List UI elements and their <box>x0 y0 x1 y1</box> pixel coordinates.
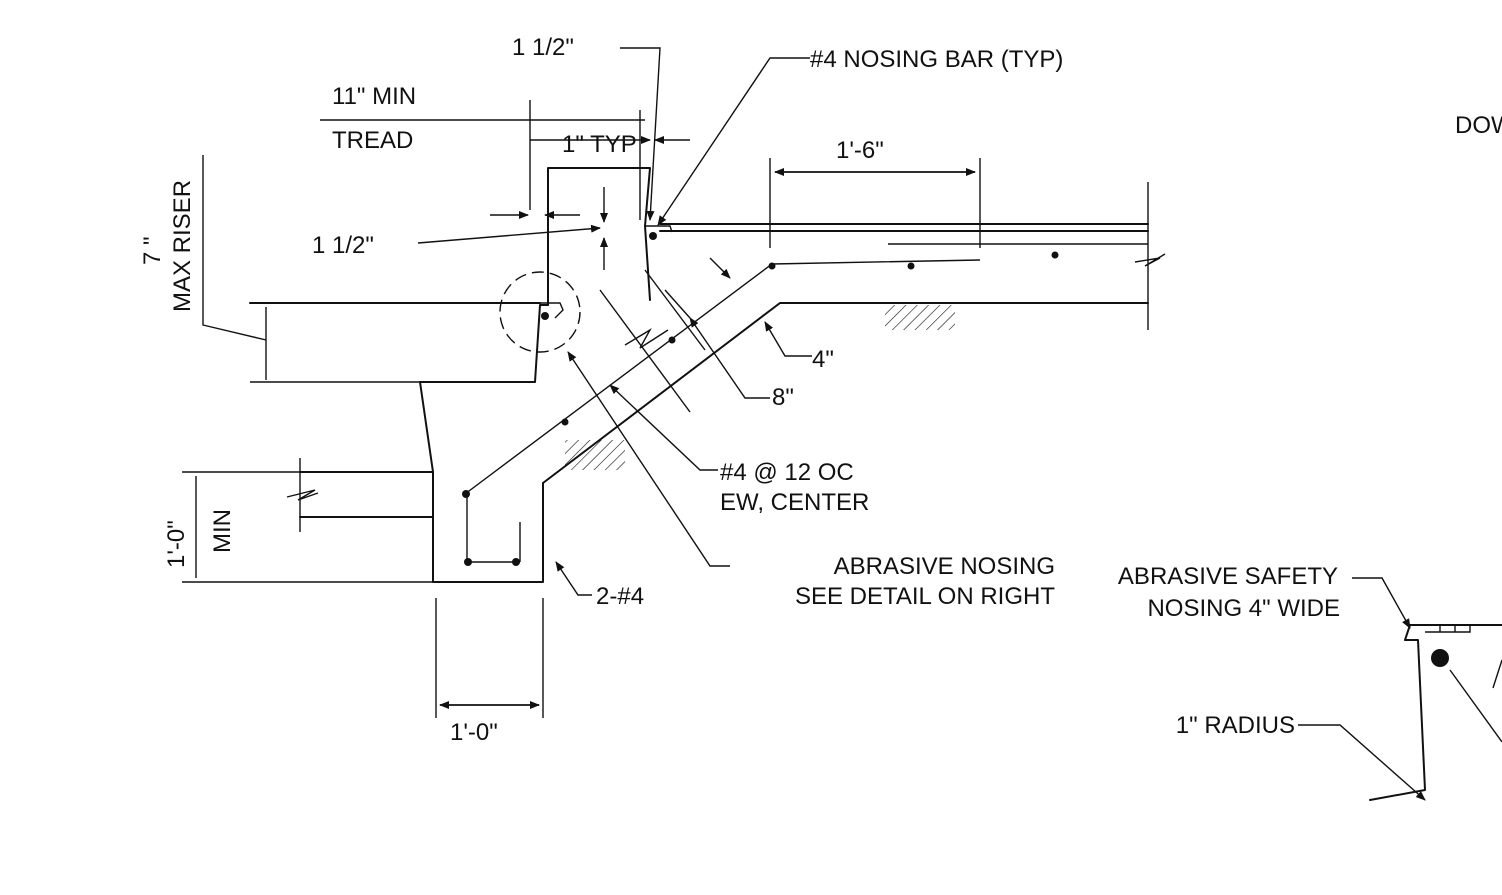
abrasive-nosing-label: ABRASIVE NOSING <box>834 553 1055 580</box>
safety-nosing-label: ABRASIVE SAFETY <box>1118 563 1338 590</box>
rebar-dot <box>649 232 657 240</box>
nosing-bar-dot <box>1431 649 1449 667</box>
rebar-dot <box>561 418 569 426</box>
rebar-dot <box>668 336 676 344</box>
rebar-dot <box>768 262 776 270</box>
landing-length-label: 1'-6" <box>836 137 884 164</box>
rebar-dot <box>464 558 472 566</box>
typ-offset-label: 1" TYP <box>562 131 637 158</box>
rebar-placement-label: EW, CENTER <box>720 489 869 516</box>
slab-thickness-8-label: 8" <box>772 384 794 411</box>
nosing-profile <box>645 225 673 233</box>
nosing-bar-label: #4 NOSING BAR (TYP) <box>810 46 1063 73</box>
nosing-profile <box>538 302 564 319</box>
earth-hatch <box>565 440 625 470</box>
nosing-clear-top-label: 1 1/2" <box>512 34 574 61</box>
rebar-dot <box>541 312 549 320</box>
footing-min-label: MIN <box>209 509 236 553</box>
rebar-dot <box>512 558 520 566</box>
max-riser-label: MAX RISER <box>169 180 196 312</box>
riser-height-label: 7 " <box>139 236 166 265</box>
see-detail-label: SEE DETAIL ON RIGHT <box>795 583 1055 610</box>
footing-bars-label: 2-#4 <box>596 583 644 610</box>
footing-depth-label: 1'-0" <box>163 520 190 568</box>
rebar-dot <box>462 490 470 498</box>
nosing-detail <box>1298 577 1502 801</box>
rebar-spacing-label: #4 @ 12 OC <box>720 459 854 486</box>
dimension-lines <box>182 47 981 718</box>
footing-width-label: 1'-0" <box>450 719 498 746</box>
slab-thickness-4-label: 4" <box>812 346 834 373</box>
radius-label: 1" RADIUS <box>1176 712 1295 739</box>
earth-hatch <box>885 305 955 330</box>
concrete-outline <box>249 167 1166 583</box>
tread-label: TREAD <box>332 127 413 154</box>
nosing-width-label: NOSING 4" WIDE <box>1147 595 1340 622</box>
rebar-dot <box>907 262 915 270</box>
rebar-dots <box>462 232 1059 566</box>
nosing-clear-left-label: 1 1/2" <box>312 232 374 259</box>
detail-callout-circle <box>499 271 581 353</box>
cut-off-text: DOW <box>1455 112 1502 139</box>
rebar-dot <box>1051 251 1059 259</box>
tread-min-label: 11" MIN <box>332 83 416 110</box>
